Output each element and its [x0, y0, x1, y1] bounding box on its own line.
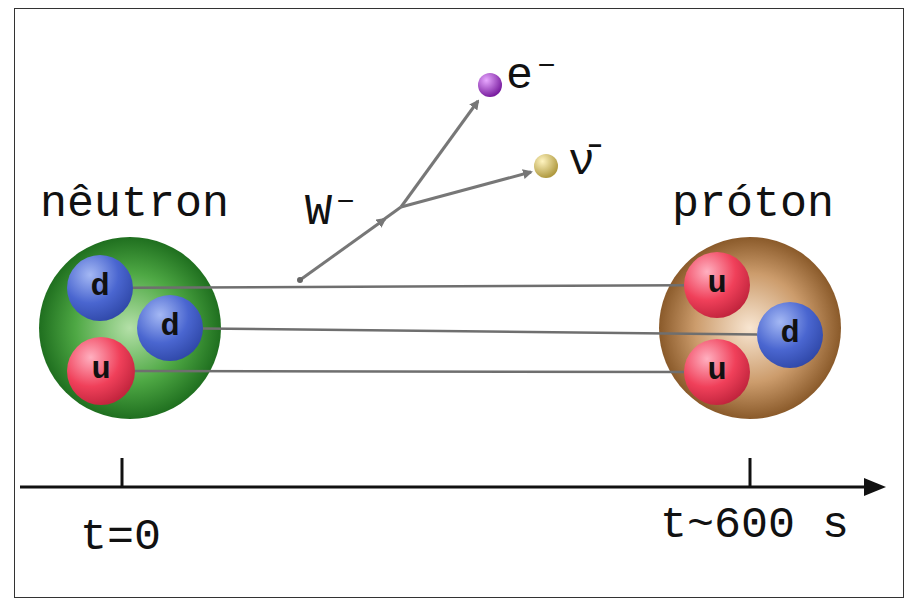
particle-fill: [39, 237, 221, 419]
antineutrino-arrow: [401, 172, 531, 207]
electron-arrow: [401, 101, 478, 207]
axis-tick: [121, 458, 124, 487]
time-label: t~600 s: [660, 503, 849, 548]
quark-symbol: u: [707, 268, 726, 300]
particle-name: próton: [672, 182, 834, 227]
frame: [15, 9, 904, 598]
proton-particle: prótonudu: [658, 236, 842, 420]
quark-symbol: d: [780, 318, 799, 350]
quark-symbol: u: [707, 355, 726, 387]
down-quark: d: [67, 255, 133, 321]
up-quark: u: [684, 252, 750, 318]
electron-label: e⁻: [506, 54, 560, 99]
antineutrino-label: ν̄: [568, 140, 595, 185]
quark-worldline: [133, 285, 684, 288]
boson-label: W⁻: [305, 190, 359, 235]
quark-worldline: [135, 370, 684, 373]
particle-fill: [659, 237, 841, 419]
axis-tick: [749, 458, 752, 487]
axis-arrowhead: [864, 478, 886, 496]
antineutrino-sphere: [534, 154, 558, 178]
particle-name: nêutron: [40, 182, 229, 227]
time-axis: [20, 486, 866, 489]
vertex-dot: [297, 277, 303, 283]
quark-symbol: d: [160, 311, 179, 343]
quark-symbol: d: [90, 271, 109, 303]
w-boson-line: [383, 207, 401, 220]
up-quark: u: [67, 337, 135, 405]
up-quark: u: [684, 339, 750, 405]
down-quark: d: [757, 302, 823, 368]
quark-symbol: u: [91, 354, 110, 386]
electron-sphere: [478, 73, 502, 97]
down-quark: d: [137, 295, 203, 361]
time-label: t=0: [80, 515, 161, 560]
neutron-particle: nêutronddu: [38, 236, 222, 420]
